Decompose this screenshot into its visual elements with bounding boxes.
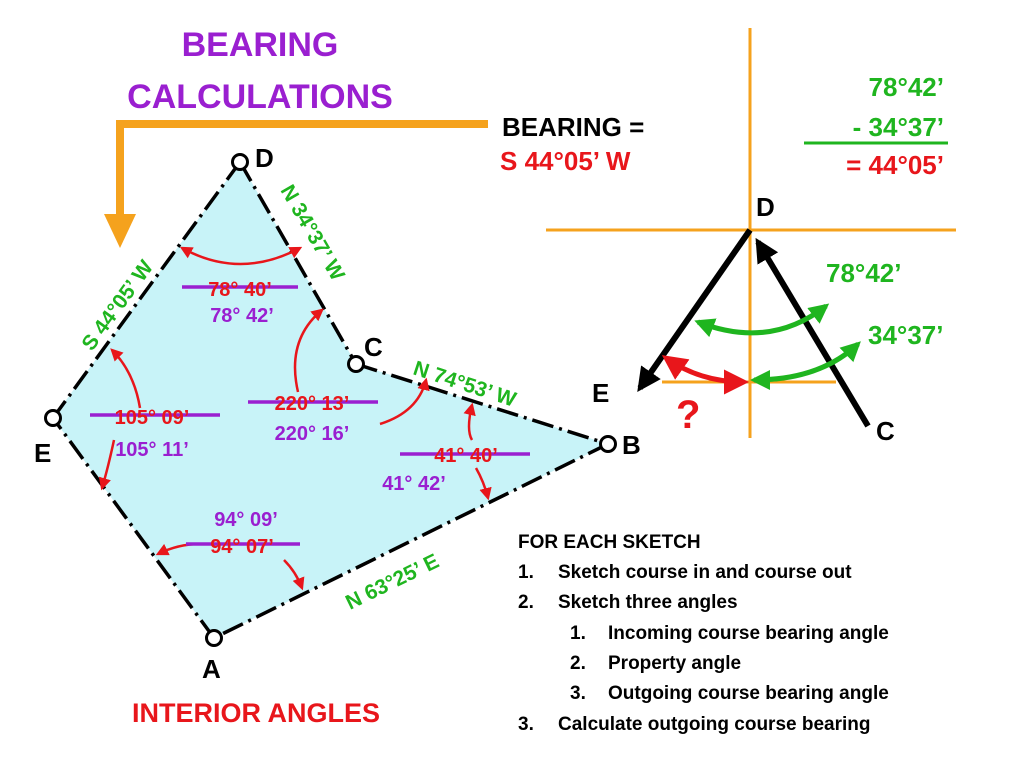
angle-arc-b2 (474, 467, 492, 501)
angle-arc-d (179, 246, 303, 266)
instruction-2b-text: Property angle (608, 653, 741, 674)
instructions-heading: FOR EACH SKETCH (518, 532, 701, 553)
sketch-angle-78: 78°42’ (826, 258, 901, 288)
point-d-label: D (255, 143, 274, 173)
angle-arc-c2 (379, 377, 430, 426)
course-line-de (51, 160, 242, 420)
bearing-label: BEARING = (502, 112, 644, 142)
instruction-3-text: Calculate outgoing course bearing (558, 714, 871, 735)
green-arc-78 (694, 303, 830, 338)
property-polygon (53, 162, 608, 638)
sketch-angle-34: 34°37’ (868, 320, 943, 350)
instruction-2a-num: 1. (570, 623, 586, 644)
calc-value-b: - 34°37’ (853, 112, 944, 142)
course-line-cb (355, 362, 609, 446)
red-arc-unknown (661, 355, 749, 395)
instruction-1-num: 1. (518, 562, 534, 583)
unknown-angle-marker: ? (676, 393, 700, 437)
point-e-marker (44, 409, 62, 427)
angle-a-new: 94° 09’ (214, 509, 278, 531)
point-c-label: C (364, 332, 383, 362)
green-arc-34 (750, 341, 861, 390)
orange-pointer-arrow (116, 120, 488, 218)
angle-d-new: 78° 42’ (210, 305, 274, 327)
orange-arrowhead-icon (104, 214, 136, 248)
sketch-point-c-label: C (876, 416, 895, 446)
point-b-marker (599, 435, 617, 453)
instruction-2-num: 2. (518, 592, 534, 613)
point-d-marker (231, 153, 249, 171)
course-line-ae (51, 416, 216, 640)
course-line-dc (238, 161, 358, 365)
angle-b-old: 41° 40’ (434, 445, 498, 467)
point-c-marker (347, 355, 365, 373)
instruction-2c-text: Outgoing course bearing angle (608, 683, 889, 704)
angle-c-old: 220° 13’ (275, 393, 350, 415)
calc-value-a: 78°42’ (869, 72, 944, 102)
angle-arc-b (463, 402, 476, 441)
angle-a-old: 94° 07’ (210, 536, 274, 558)
title-line-2: CALCULATIONS (127, 78, 393, 116)
instruction-3-num: 3. (518, 714, 534, 735)
bearing-value: S 44°05’ W (500, 146, 631, 176)
angle-arc-c (293, 308, 324, 393)
instruction-2-text: Sketch three angles (558, 592, 738, 613)
instruction-2c-num: 3. (570, 683, 586, 704)
point-e-label: E (34, 438, 51, 468)
angle-e-old: 105° 09’ (115, 407, 190, 429)
angle-arc-e (110, 348, 142, 409)
angle-e-new: 105° 11’ (115, 439, 189, 461)
instruction-2b-num: 2. (570, 653, 586, 674)
angle-arc-e2 (98, 439, 116, 491)
instruction-1-text: Sketch course in and course out (558, 562, 852, 583)
title-line-1: BEARING (182, 26, 339, 64)
instruction-2a-text: Incoming course bearing angle (608, 623, 889, 644)
point-a-marker (205, 629, 223, 647)
point-b-label: B (622, 430, 641, 460)
property-boundary (51, 160, 609, 640)
angle-d-old: 78° 40’ (208, 279, 272, 301)
sketch-point-d-label: D (756, 192, 775, 222)
point-a-label: A (202, 654, 221, 684)
calc-value-c: = 44°05’ (846, 150, 944, 180)
angle-b-new: 41° 42’ (382, 473, 446, 495)
angle-c-new: 220° 16’ (275, 423, 350, 445)
sketch-point-e-label: E (592, 378, 609, 408)
course-arrow-de (637, 228, 753, 392)
angle-arc-a2 (283, 559, 305, 591)
footer-label: INTERIOR ANGLES (132, 698, 380, 728)
